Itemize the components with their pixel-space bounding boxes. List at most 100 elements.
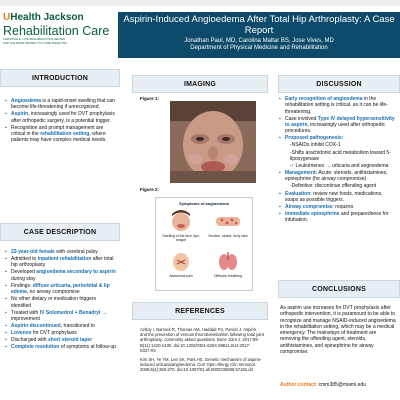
item-bold: Lovenox (11, 330, 32, 337)
introduction-item: Recognition and prompt management are cr… (5, 125, 117, 144)
item-text: : review new foods, medications, soaps a… (285, 190, 383, 203)
item-text: with cerebral palsy (54, 249, 98, 255)
item-highlight: Early recognition of angioedema (285, 96, 363, 102)
symptom-abdominal-pain: Abdominal pain (159, 250, 203, 278)
author-contact: Author contact: cmm385@miami.edu (280, 382, 398, 388)
item-text: during stay (11, 275, 36, 282)
item-highlight: immediate epinephrine (285, 211, 340, 218)
poster-department: Department of Physical Medicine and Reha… (190, 45, 328, 51)
item-text: -NSAIDs inhibit COX-1 (290, 142, 341, 149)
poster-authors: Jonathan Paul, MD, Carolina Maltar BS, J… (184, 38, 334, 44)
references-body: Azboy I, Barrack R, Thomas AM, Haddad FS… (140, 327, 264, 377)
logo-subline-2: FOR THE MIAMI PROJECT TO CURE PARALYSIS (3, 40, 68, 45)
item-text: -Shifts arachidonic acid metabolism towa… (290, 149, 391, 162)
item-text: , transitioned to (60, 323, 95, 330)
item-highlight: Management: (285, 170, 318, 177)
item-text: Treated with (11, 309, 40, 316)
item-text: , no airway compromise (26, 289, 80, 296)
item-text: and preparedness for intubation. (285, 211, 389, 224)
item-text: → improvement (11, 309, 107, 322)
case-description-item: Treated with IV Solumedrol + Benadryl → … (5, 310, 117, 323)
title-bar: Aspirin-Induced Angioedema After Total H… (118, 12, 400, 58)
symptom-rash: Swollen, raised, itchy rash (206, 210, 250, 238)
case-description-body: 23-year-old female with cerebral palsyAd… (5, 249, 117, 351)
uhealth-jackson-logo: UHealth Jackson Rehabilitation Care CHRI… (3, 12, 115, 54)
rash-arm-icon (216, 217, 240, 226)
item-highlight: diffuse urticaria, periorbital & lip ede… (11, 282, 110, 296)
case-description-item: 23-year-old female with cerebral palsy (5, 249, 117, 256)
item-text: -Definitive: discontinue offending agent (290, 183, 377, 190)
item-highlight: inpatient rehabilitation (37, 256, 92, 263)
item-text: after total hip arthroplasty (11, 256, 114, 269)
item-text: Findings: (11, 282, 33, 289)
symptom-face-swelling: Swelling of the face, lips, tongue (159, 210, 203, 242)
item-highlight: Airway compromise (285, 203, 333, 210)
case-description-item: Developed angioedema secondary to aspiri… (5, 269, 117, 282)
discussion-item: Proposed pathogenesis: (279, 135, 397, 142)
lungs-icon (219, 252, 237, 270)
imaging-heading: IMAGING (132, 75, 268, 93)
introduction-item: Aspirin, increasingly used for DVT proph… (5, 111, 117, 124)
introduction-list: Angioedema is a rapid-onset swelling tha… (5, 98, 117, 144)
logo-subline-1: CHRISTINE E. LYNN REHABILITATION CENTER (3, 37, 66, 41)
figure-2-title: Symptoms of angioedema (179, 201, 229, 206)
item-highlight: Angioedema (11, 98, 42, 104)
item-text: in the rehabilitation setting is critica… (285, 96, 388, 115)
discussion-item: Airway compromise: requires (279, 203, 397, 211)
item-text: Admitted to (11, 256, 38, 263)
patient-face-photo (170, 101, 256, 183)
item-highlight: Proposed pathogenesis: (285, 135, 344, 142)
poster: UHealth Jackson Rehabilitation Care CHRI… (0, 6, 400, 400)
figure-2-infographic: Symptoms of angioedema Swelling of the f… (155, 197, 253, 291)
case-description-list: 23-year-old female with cerebral palsyAd… (5, 249, 117, 351)
author-contact-label: Author contact: (280, 382, 318, 388)
author-email[interactable]: cmm385@miami.edu (318, 382, 366, 388)
discussion-item: Case involved Type IV delayed hypersensi… (279, 116, 397, 135)
discussion-item: immediate epinephrine and preparedness f… (279, 211, 397, 224)
item-highlight: Aspirin (11, 111, 29, 118)
logo-rehab-care: Rehabilitation Care (3, 24, 110, 38)
case-description-item: Discharged with short steroid taper (5, 337, 117, 344)
discussion-item: -↑ Leukotrienes → urticaria and angioede… (279, 163, 397, 169)
discussion-heading: DISCUSSION (278, 75, 400, 93)
case-description-item: Aspirin discontinued, transitioned to (5, 323, 117, 330)
abdomen-icon (173, 253, 189, 271)
item-text: , increasingly used for DVT prophylaxis … (11, 111, 115, 124)
case-description-item: Lovenox for DVT prophylaxis (5, 330, 117, 337)
references-heading: REFERENCES (132, 302, 268, 320)
item-highlight: rehabilitation setting (40, 131, 90, 138)
discussion-item: -NSAIDs inhibit COX-1 (279, 142, 397, 148)
item-text: of symptoms at follow-up (59, 344, 117, 351)
poster-title: Aspirin-Induced Angioedema After Total H… (123, 14, 395, 36)
discussion-item: Early recognition of angioedema in the r… (279, 96, 397, 115)
item-text: Case involved (285, 115, 318, 122)
reference-item: Azboy I, Barrack R, Thomas AM, Haddad FS… (140, 327, 264, 353)
item-text: , where patients may have complex medica… (11, 131, 107, 144)
item-highlight: Type IV delayed hypersensitivity to aspi… (285, 115, 395, 128)
case-description-item: Complete resolution of symptoms at follo… (5, 344, 117, 351)
item-text: No other dietary or medication triggers … (11, 296, 97, 309)
discussion-list: Early recognition of angioedema in the r… (279, 96, 397, 224)
item-text: Discharged with (11, 337, 48, 344)
case-description-heading: CASE DESCRIPTION (0, 223, 120, 241)
item-text: Acute: steroids, antihistamines, epineph… (285, 170, 388, 183)
discussion-item: -Definitive: discontinue offending agent (279, 183, 397, 189)
item-text: is a rapid-onset swelling that can becom… (11, 98, 115, 111)
conclusions-heading: CONCLUSIONS (278, 280, 400, 298)
item-text: , increasingly used after orthopedic pro… (285, 121, 386, 135)
item-text: -↑ Leukotrienes → urticaria and angioede… (290, 162, 389, 169)
item-text: : requires (332, 203, 354, 210)
discussion-item: Management: Acute: steroids, antihistami… (279, 170, 397, 183)
figure-1-photo (170, 101, 256, 183)
item-highlight: Aspirin discontinued (11, 323, 61, 330)
face-swelling-icon (172, 210, 190, 231)
item-highlight: angioedema secondary to aspirin (36, 269, 116, 276)
figure-2-label: Figure 2: (140, 187, 160, 192)
item-highlight: short steroid taper (47, 337, 93, 344)
introduction-heading: INTRODUCTION (0, 69, 120, 87)
logo-wordmark: UHealth Jackson (3, 12, 84, 23)
discussion-body: Early recognition of angioedema in the r… (279, 96, 397, 224)
case-description-item: Admitted to inpatient rehabilitation aft… (5, 256, 117, 269)
reference-item: Kim SH, Ye YM, Lee SK, Park HS. Genetic … (140, 357, 262, 373)
conclusions-text: As aspirin use increases for DVT prophyl… (280, 305, 396, 356)
